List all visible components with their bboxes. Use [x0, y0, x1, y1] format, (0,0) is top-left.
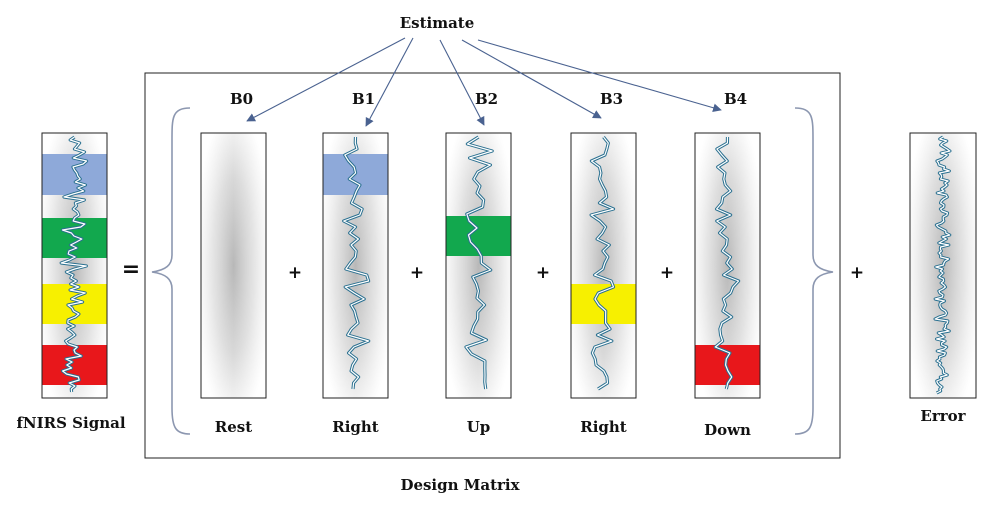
plus-sign-3: +: [660, 263, 674, 283]
regressor-label-4: Down: [704, 421, 751, 439]
regressor-waveform-3: [589, 136, 616, 391]
estimate-arrow-3: [461, 39, 602, 119]
regressor-column-0: [200, 132, 267, 399]
estimate-arrows: [246, 37, 722, 127]
equals-sign: =: [122, 257, 140, 282]
coefficient-label-4: B4: [724, 90, 747, 108]
fnirs-signal-label: fNIRS Signal: [16, 414, 125, 432]
estimate-arrow-0: [246, 37, 406, 122]
regressor-waveform-2: [464, 135, 494, 390]
error-waveform: [933, 135, 952, 395]
estimate-arrow-4: [477, 39, 722, 113]
fnirs-signal-column: [41, 132, 108, 399]
regressor-column-3: [570, 132, 637, 399]
estimate-title: Estimate: [400, 14, 475, 32]
regressor-label-1: Right: [332, 418, 379, 436]
design-matrix-frame: [144, 72, 841, 459]
regressor-column-2: [445, 132, 512, 399]
error-column: [909, 132, 977, 399]
regressor-waveform-4: [713, 136, 741, 390]
regressor-waveform-1: [342, 136, 371, 390]
signal-block-green: [42, 218, 107, 258]
estimate-arrow-2: [439, 39, 485, 126]
left-bracket: [151, 107, 191, 435]
coefficient-label-2: B2: [475, 90, 498, 108]
plus-sign-1: +: [410, 263, 424, 283]
plus-sign-0: +: [288, 263, 302, 283]
regressor-label-3: Right: [580, 418, 627, 436]
plus-sign-4: +: [850, 263, 864, 283]
error-column-body: [909, 132, 977, 399]
error-label: Error: [920, 407, 966, 425]
coefficient-label-0: B0: [230, 90, 253, 108]
coefficient-label-3: B3: [600, 90, 623, 108]
estimate-arrow-1: [365, 37, 414, 127]
plus-signs: + + + + +: [288, 263, 864, 283]
regressor-column-1: [322, 132, 389, 399]
regressor-label-2: Up: [467, 418, 491, 436]
plus-sign-2: +: [536, 263, 550, 283]
signal-waveform: [59, 135, 89, 393]
signal-column-body: [41, 132, 108, 399]
right-bracket: [794, 107, 834, 435]
regressor-label-0: Rest: [215, 418, 252, 436]
signal-block-blue: [42, 154, 107, 195]
design-matrix-label: Design Matrix: [400, 476, 520, 494]
regressor-column-4: [694, 132, 761, 399]
coefficient-label-1: B1: [352, 90, 375, 108]
